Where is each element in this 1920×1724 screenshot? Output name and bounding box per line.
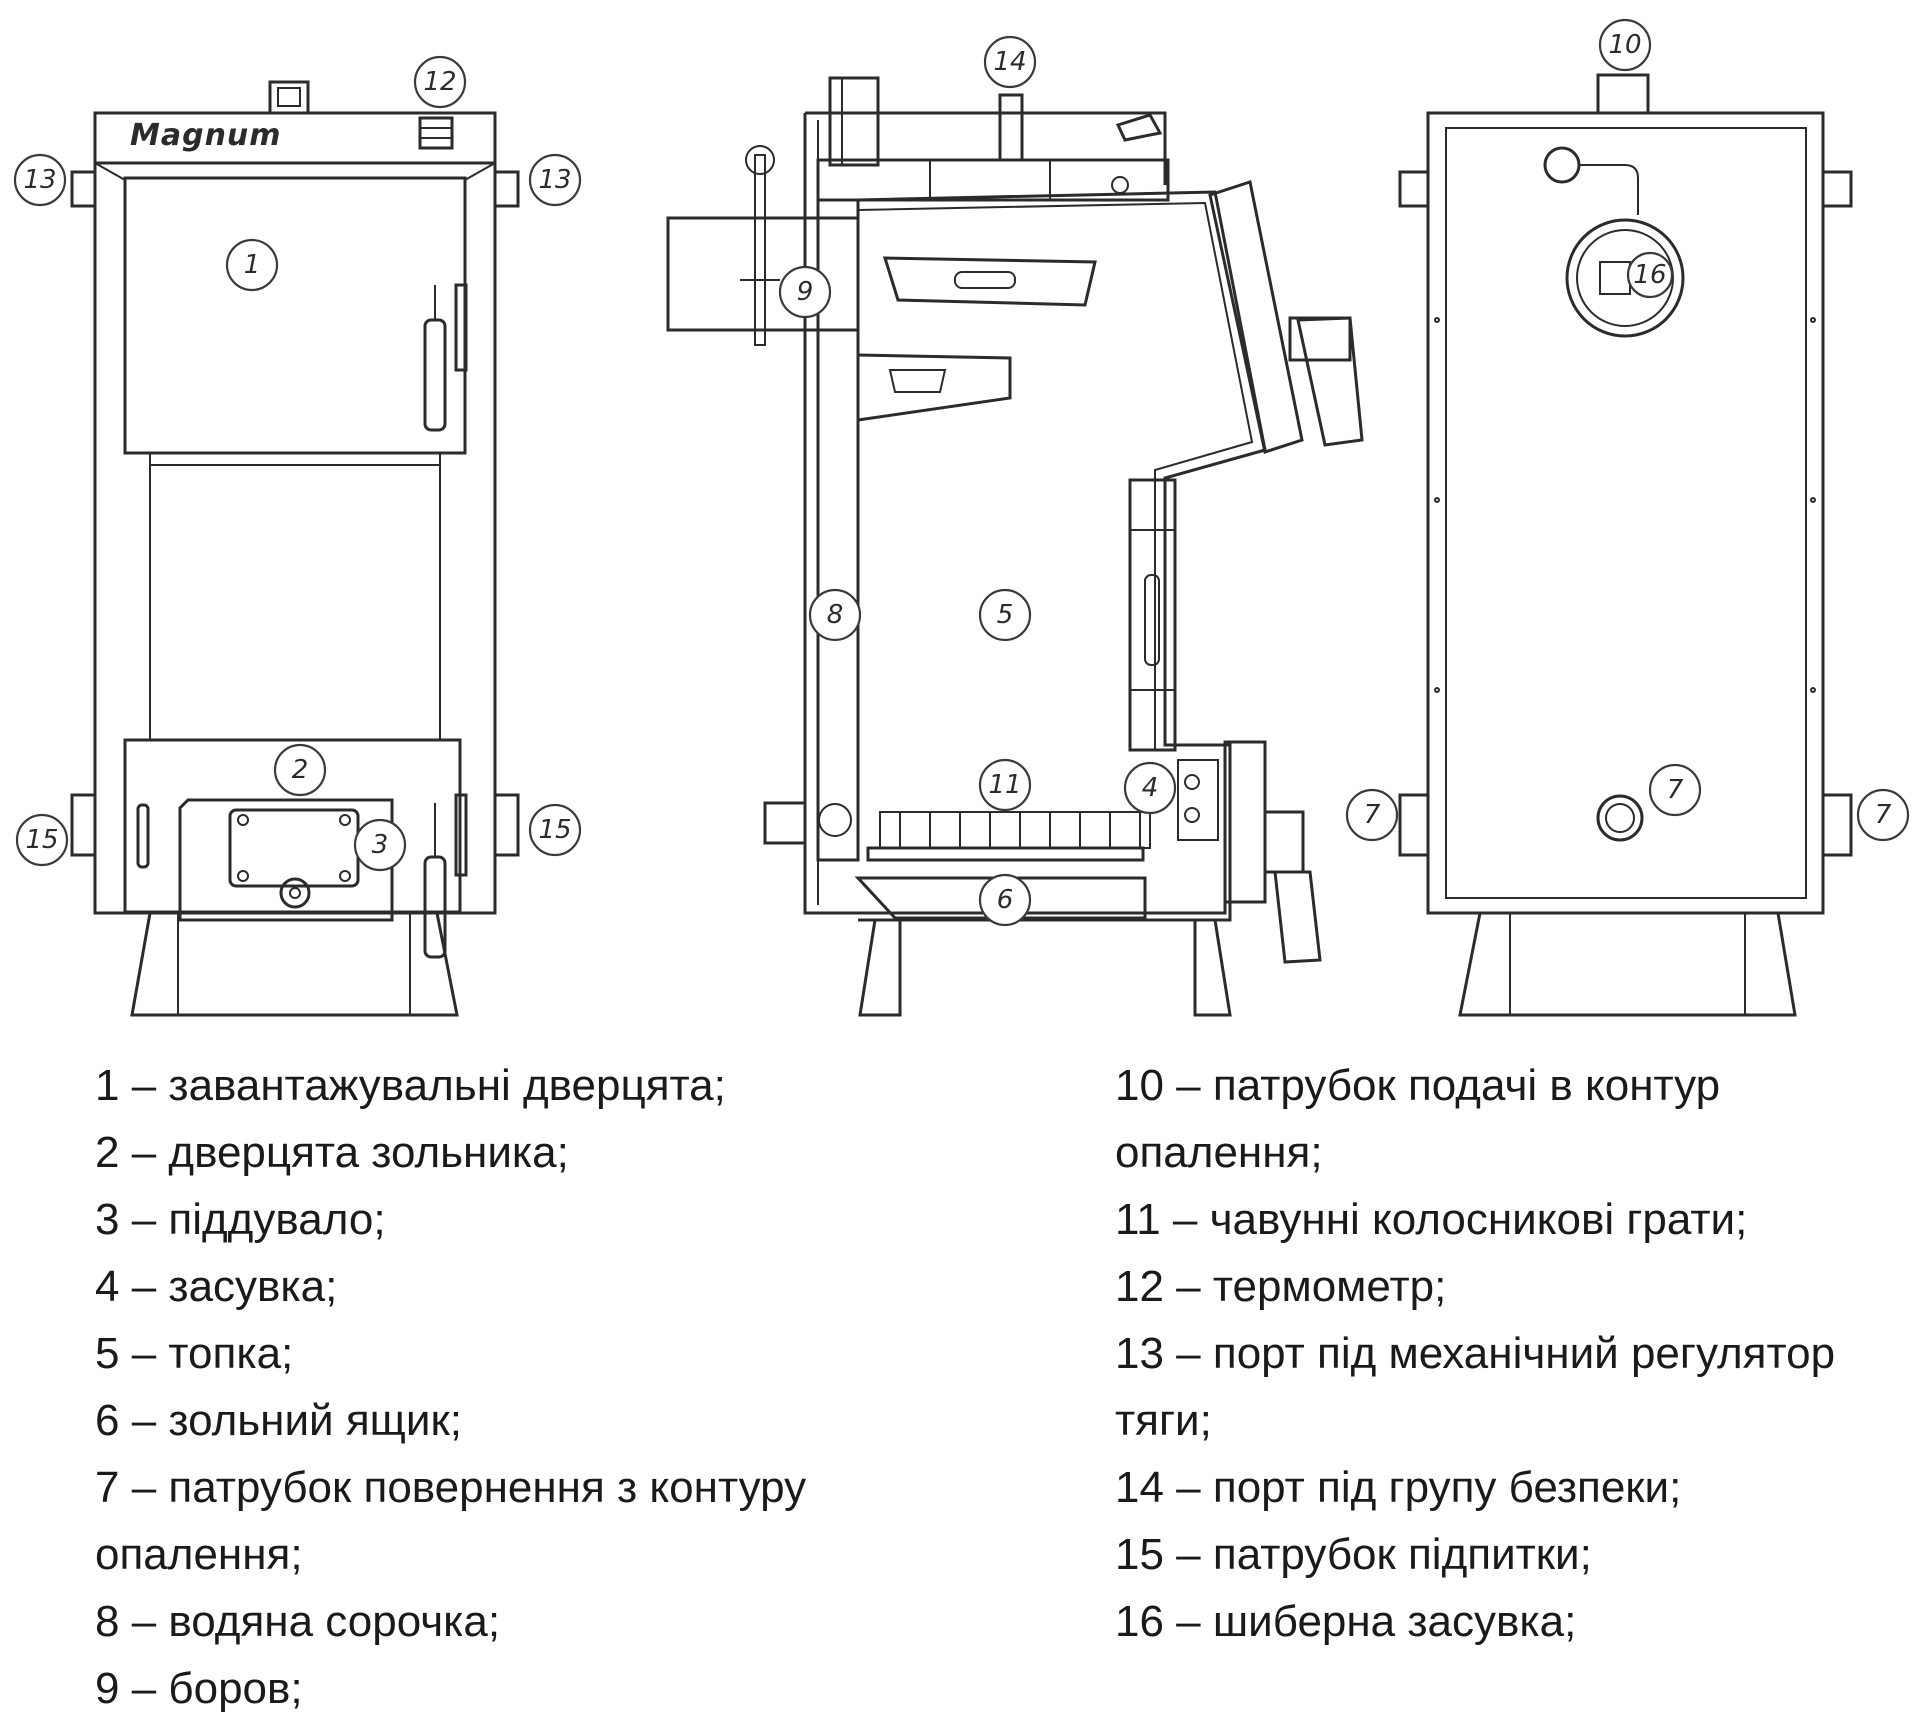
rear-view: 7 7 7 10 16 bbox=[1345, 18, 1910, 1017]
legend-item-12: 12 – термометр; bbox=[1115, 1262, 1447, 1311]
callout-5: 5 bbox=[997, 600, 1014, 630]
callout-6: 6 bbox=[997, 885, 1014, 915]
callout-3: 3 bbox=[372, 830, 389, 860]
callout-1: 1 bbox=[244, 250, 261, 280]
legend-item-5: 5 – топка; bbox=[95, 1329, 294, 1378]
callout-7-center: 7 bbox=[1667, 775, 1684, 805]
legend-item-9: 9 – боров; bbox=[95, 1664, 303, 1713]
callout-15-left: 15 bbox=[25, 825, 58, 855]
legend-item-7: 7 – патрубок повернення з контуру опален… bbox=[95, 1463, 807, 1579]
callout-2: 2 bbox=[292, 755, 309, 785]
legend-item-8: 8 – водяна сорочка; bbox=[95, 1597, 501, 1646]
legend-item-3: 3 – піддувало; bbox=[95, 1195, 386, 1244]
legend-item-11: 11 – чавунні колосникові грати; bbox=[1115, 1195, 1748, 1244]
callout-16: 16 bbox=[1633, 260, 1666, 290]
section-view: 4 5 6 8 9 11 14 bbox=[666, 35, 1364, 1017]
legend-item-16: 16 – шиберна засувка; bbox=[1115, 1597, 1577, 1646]
legend-item-2: 2 – дверцята зольника; bbox=[95, 1128, 569, 1177]
callout-15-right: 15 bbox=[538, 815, 571, 845]
legend-item-15: 15 – патрубок підпитки; bbox=[1115, 1530, 1592, 1579]
front-view: Magnum bbox=[13, 55, 582, 1017]
callout-4: 4 bbox=[1142, 773, 1159, 803]
boiler-technical-drawing: Magnum bbox=[13, 18, 1910, 1017]
callout-8: 8 bbox=[827, 600, 844, 630]
callout-14: 14 bbox=[993, 47, 1026, 77]
legend-item-14: 14 – порт під групу безпеки; bbox=[1115, 1463, 1682, 1512]
callout-10: 10 bbox=[1608, 30, 1641, 60]
legend-item-13: 13 – порт під механічний регулятор тяги; bbox=[1115, 1329, 1836, 1445]
callout-9: 9 bbox=[797, 277, 814, 307]
legend-left-column: 1 – завантажувальні дверцята; 2 – дверця… bbox=[95, 1052, 1095, 1722]
legend-item-1: 1 – завантажувальні дверцята; bbox=[95, 1061, 726, 1110]
callout-13-right: 13 bbox=[538, 165, 571, 195]
callout-7-left: 7 bbox=[1364, 800, 1381, 830]
callout-7-right: 7 bbox=[1875, 800, 1892, 830]
legend-right-column: 10 – патрубок подачі в контур опалення; … bbox=[1115, 1052, 1905, 1655]
callout-11: 11 bbox=[988, 770, 1021, 800]
legend-item-4: 4 – засувка; bbox=[95, 1262, 338, 1311]
callout-13-left: 13 bbox=[23, 165, 56, 195]
brand-label: Magnum bbox=[130, 118, 282, 153]
legend-item-6: 6 – зольний ящик; bbox=[95, 1396, 462, 1445]
callout-12: 12 bbox=[423, 67, 456, 97]
legend-item-10: 10 – патрубок подачі в контур опалення; bbox=[1115, 1061, 1721, 1177]
